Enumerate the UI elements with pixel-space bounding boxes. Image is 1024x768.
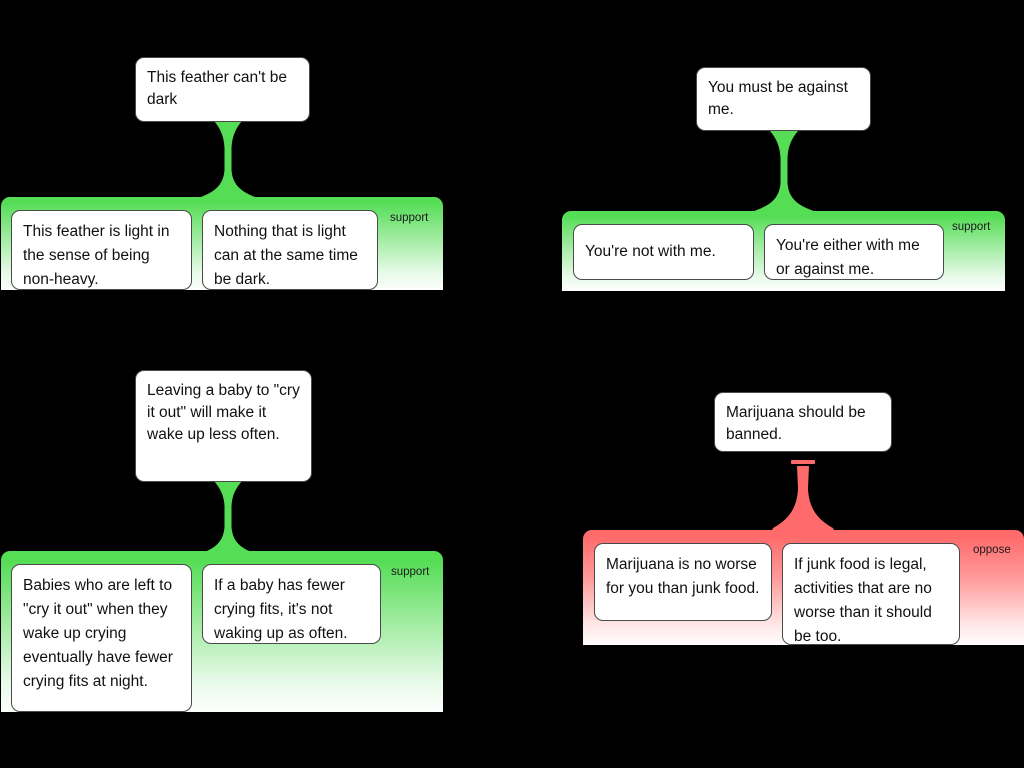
oppose-connector [771, 466, 835, 533]
premise-card[interactable]: If a baby has fewer crying fits, it's no… [202, 564, 381, 644]
relation-label-support: support [391, 566, 430, 578]
premise-card[interactable]: Babies who are left to "cry it out" when… [11, 564, 192, 712]
premise-card[interactable]: If junk food is legal, activities that a… [782, 543, 960, 645]
premise-card[interactable]: This feather is light in the sense of be… [11, 210, 192, 290]
support-connector [752, 128, 816, 215]
conclusion-card[interactable]: Marijuana should be banned. [714, 392, 892, 452]
premise-card[interactable]: Nothing that is light can at the same ti… [202, 210, 378, 290]
relation-label-oppose: oppose [973, 544, 1011, 556]
conclusion-card[interactable]: Leaving a baby to "cry it out" will make… [135, 370, 312, 482]
relation-label-support: support [390, 212, 429, 224]
premise-card[interactable]: You're not with me. [573, 224, 754, 280]
oppose-bar-icon [791, 460, 815, 464]
support-connector [196, 118, 260, 202]
conclusion-card[interactable]: This feather can't be dark [135, 57, 310, 122]
support-connector [196, 478, 260, 558]
premise-card[interactable]: Marijuana is no worse for you than junk … [594, 543, 772, 621]
relation-label-support: support [952, 221, 991, 233]
conclusion-card[interactable]: You must be against me. [696, 67, 871, 131]
premise-card[interactable]: You're either with me or against me. [764, 224, 944, 280]
